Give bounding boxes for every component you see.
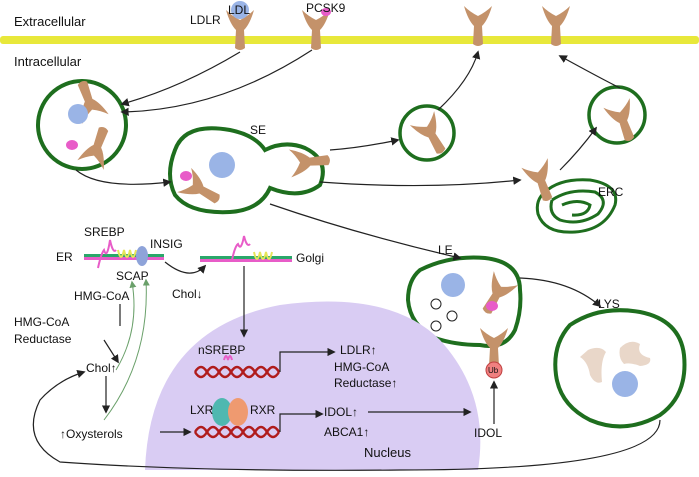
ldlr-label: LDLR: [190, 13, 221, 27]
chol-down-label: Chol↓: [172, 287, 203, 301]
feedback-arrows: [103, 278, 150, 421]
chol-up-label: Chol↑: [86, 361, 117, 375]
target-idol-label: IDOL↑: [324, 405, 358, 419]
srebp-protein: [97, 239, 117, 269]
ubiquitin-tag: [485, 361, 503, 379]
intracellular-label: Intracellular: [14, 54, 82, 69]
target-hmg-line1: HMG-CoA: [334, 360, 389, 374]
membrane-ldlr-with-pcsk9: [302, 8, 331, 50]
erc-label: ERC: [598, 185, 624, 199]
extracellular-label: Extracellular: [14, 14, 86, 29]
lxr-label: LXR: [190, 403, 214, 417]
plasma-membrane: [0, 36, 699, 44]
srebp-label: SREBP: [84, 225, 125, 239]
lys-label: LYS: [598, 297, 620, 311]
scap-label: SCAP: [116, 269, 149, 283]
scap-protein: [117, 249, 137, 258]
ldl-particle: [231, 1, 249, 19]
nsrebp-label: nSREBP: [198, 343, 245, 357]
hmg-coa-label: HMG-CoA: [74, 289, 129, 303]
target-abca1-label: ABCA1↑: [324, 425, 369, 439]
pcsk9-label: PCSK9: [306, 1, 346, 15]
membrane-ldlr-with-ldl: [226, 1, 254, 50]
pcsk9-protein: [321, 8, 331, 16]
endocytic-vesicle: [36, 79, 128, 171]
er-label: ER: [56, 250, 73, 264]
target-ldlr-label: LDLR↑: [340, 343, 377, 357]
lysosome: [553, 308, 687, 429]
target-hmg-line2: Reductase↑: [334, 376, 397, 390]
dna-srebp-target: [193, 365, 281, 379]
nucleus-label: Nucleus: [364, 445, 411, 460]
insig-protein: [136, 246, 148, 266]
golgi-label: Golgi: [296, 251, 324, 265]
oxysterols-label: ↑Oxysterols: [60, 427, 123, 441]
er-membrane: [84, 254, 164, 259]
rxr-label: RXR: [250, 403, 276, 417]
rxr-protein: [228, 398, 248, 426]
pathway-arrows: [32, 49, 661, 471]
lxr-protein: [212, 398, 232, 426]
idol-label: IDOL: [474, 426, 502, 440]
hmg-reductase-line2: Reductase: [14, 332, 72, 346]
hmg-reductase-line1: HMG-CoA: [14, 315, 69, 329]
nsrebp-protein: [223, 355, 233, 361]
dna-lxr-target: [193, 425, 281, 439]
insig-label: INSIG: [150, 237, 183, 251]
se-label: SE: [250, 123, 266, 137]
endocytic-recycling-compartment: [535, 178, 618, 234]
golgi-membrane: [200, 256, 292, 261]
ub-label: Ub: [488, 366, 499, 375]
ldl-label: LDL: [228, 3, 250, 17]
